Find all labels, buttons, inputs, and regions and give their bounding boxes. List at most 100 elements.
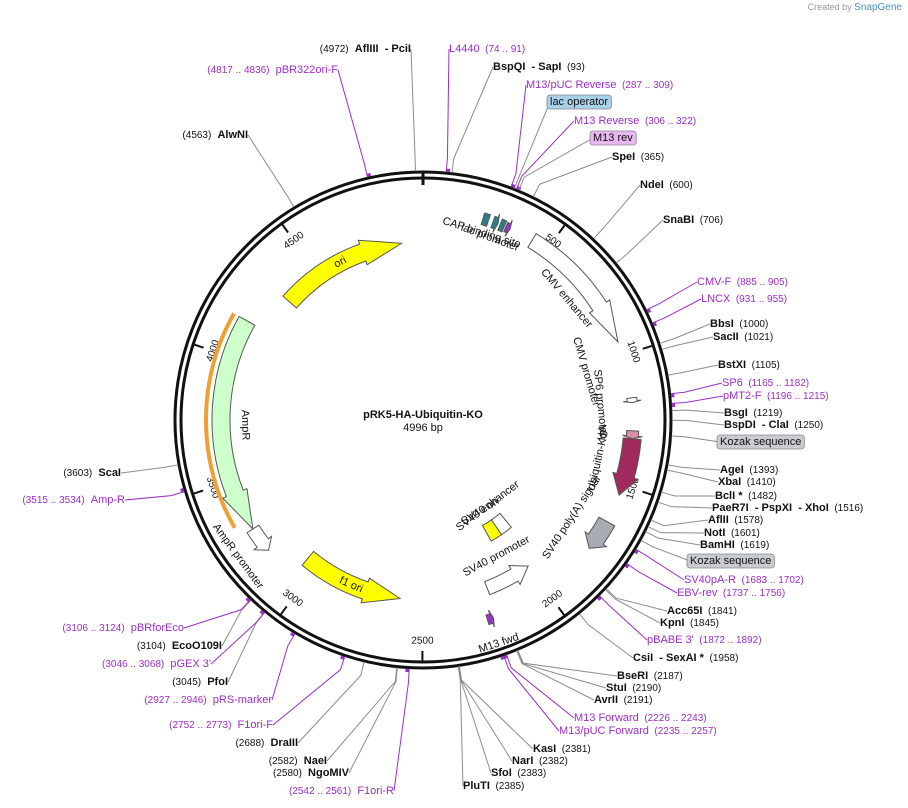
label-text: (2582) NaeI [269,755,327,767]
label-position: (1482) [743,491,777,502]
site-pluti-2385[interactable]: PluTI (2385) [457,666,524,792]
primer-m13-forward-2226-2243[interactable]: M13 Forward (2226 .. 2243) [503,654,707,724]
cap-binding-site-arrow[interactable] [480,212,491,227]
feature-ori[interactable]: ori [282,239,404,309]
site-paer7i-pspxi-xhoi-1516[interactable]: PaeR7I - PspXI - XhoI (1516) [657,501,863,514]
site-xbai-1410[interactable]: XbaI (1410) [666,469,776,488]
feature-sv40-poly-a-signal[interactable]: SV40 poly(A) signal [540,474,616,561]
primer-lncx-931-955[interactable]: LNCX (931 .. 955) [652,293,787,327]
feature-tag-m13-rev[interactable]: M13 rev [518,130,637,191]
site-spei-365[interactable]: SpeI (365) [532,151,664,197]
tick-label-1000: 1000 [624,340,641,365]
label-name: BsgI [724,407,748,419]
site-bspqi-sapi-93[interactable]: BspQI - SapI (93) [451,61,585,173]
primer-l4440-74-91[interactable]: L4440 (74 .. 91) [445,43,525,173]
site-avrii-2191[interactable]: AvrII (2191) [516,650,653,706]
label-primer-name: F1ori-F [231,719,273,731]
primer-m13-puc-forward-2235-2257[interactable]: M13/pUC Forward (2235 .. 2257) [500,655,717,737]
primer-sv40pa-r-1683-1702[interactable]: SV40pA-R (1683 .. 1702) [634,548,804,586]
lac-promoter-arrow[interactable] [490,213,501,233]
primer-m13-puc-reverse-287-309[interactable]: M13/pUC Reverse (287 .. 309) [510,79,673,188]
feature-ha[interactable]: HA [596,424,643,441]
label-name: - SexAI * [653,652,704,664]
primer-sp6-1165-1182[interactable]: SP6 (1165 .. 1182) [670,377,810,398]
leader-line [247,134,295,208]
site-bseri-2187[interactable]: BseRI (2187) [517,650,683,682]
site-bamhi-1619[interactable]: BamHI (1619) [645,531,770,551]
feature-tag-kozak-sequence[interactable]: Kozak sequence [640,539,775,569]
primer-3515-3534-amp-r[interactable]: (3515 .. 3534) Amp-R [22,488,185,506]
site-sfoi-2383[interactable]: SfoI (2383) [458,666,546,779]
primer-3046-3068-pgex-3[interactable]: (3046 .. 3068) pGEX 3' [102,610,266,670]
feature-lac-operator[interactable] [497,218,508,233]
m13-fwd-arrow[interactable] [485,609,495,628]
label-text: (2752 .. 2773) F1ori-F [169,719,273,731]
label-text: M13 Reverse (306 .. 322) [574,115,696,127]
ampr-promoter-arrow[interactable] [246,524,273,551]
site-bbsi-1000[interactable]: BbsI (1000) [659,318,768,344]
feature-tag-lac-operator[interactable]: lac operator [513,94,612,189]
site-ndei-600[interactable]: NdeI (600) [593,179,693,239]
site-bspdi-clai-1250[interactable]: BspDI - ClaI (1250) [671,419,823,431]
feature-m13-fwd[interactable]: M13 fwd [477,609,520,656]
primer-pbabe-3-1872-1892[interactable]: pBABE 3' (1872 .. 1892) [597,595,762,646]
site-bsgi-1219[interactable]: BsgI (1219) [671,407,782,419]
primer-cmv-f-885-905[interactable]: CMV-F (885 .. 905) [646,276,788,314]
sv40-poly-a-signal-arrow[interactable] [584,516,616,549]
primer-2752-2773-f1ori-f[interactable]: (2752 .. 2773) F1ori-F [169,655,346,731]
label-position: (2927 .. 2946) [144,695,206,706]
sp6-promoter-arrow[interactable] [623,396,642,404]
primer-3106-3124-pbrforeco[interactable]: (3106 .. 3124) pBRforEco [62,597,251,634]
label-text: BamHI (1619) [700,539,769,551]
site-sacii-1021[interactable]: SacII (1021) [661,331,773,351]
site-kasi-2381[interactable]: KasI (2381) [459,666,591,755]
sv40-promoter-arrow[interactable] [484,565,529,596]
site-4972-afliii-pcii[interactable]: (4972) AflIII - PciI [320,43,416,172]
site-bcli-1482[interactable]: BclI * (1482) [661,490,777,502]
label-text: M13 rev [593,132,633,144]
label-name: XbaI [718,476,741,488]
lac-operator-arrow[interactable] [497,218,508,233]
feature-cap-binding-site[interactable]: CAP binding site [441,212,522,251]
label-position: (2385) [490,781,524,792]
feature-f1-ori[interactable]: f1 ori [301,550,402,604]
primer-2927-2946-prs-marker[interactable]: (2927 .. 2946) pRS-marker [144,632,296,706]
leader-line [671,395,724,404]
site-2580-ngomiv[interactable]: (2580) NgoMIV [273,667,398,779]
label-name: NgoMIV [302,767,350,779]
site-2688-draiii[interactable]: (2688) DraIII [235,661,365,749]
site-3603-scai[interactable]: (3603) ScaI [63,464,179,479]
primer-4817-4836-pbr322ori-f[interactable]: (4817 .. 4836) pBR322ori-F [207,64,371,178]
label-position: (4563) [182,130,211,141]
site-aflii-1578[interactable]: AflII (1578) [650,514,763,527]
primer-ebv-rev-1737-1756[interactable]: EBV-rev (1737 .. 1756) [624,562,785,599]
site-agei-1393[interactable]: AgeI (1393) [667,464,778,476]
site-2582-naei[interactable]: (2582) NaeI [269,667,398,767]
primer-m13-reverse-306-322[interactable]: M13 Reverse (306 .. 322) [516,115,696,191]
site-3104-ecoo109i[interactable]: (3104) EcoO109I [137,599,252,652]
site-csii-sexai-1958[interactable]: CsiI - SexAI * (1958) [579,613,738,664]
sv40-ori-arrow[interactable] [481,519,503,542]
site-bstxi-1105[interactable]: BstXI (1105) [667,359,780,376]
ori-arrow[interactable] [282,239,404,309]
site-acc65i-1841[interactable]: Acc65I (1841) [605,588,737,617]
feature-tag-kozak-sequence[interactable]: Kozak sequence [671,434,805,450]
site-kpni-1845[interactable]: KpnI (1845) [604,589,719,629]
cmv-enhancer-arrow[interactable] [527,232,619,344]
primer-pmt2-f-1196-1215[interactable]: pMT2-F (1196 .. 1215) [671,390,829,408]
leader-line [640,539,691,562]
f1-ori-arrow[interactable] [301,550,402,604]
feature-ampr[interactable]: AmpR [204,312,256,531]
label-position: (1000) [734,319,768,330]
feature-m13-rev[interactable] [503,219,513,237]
leader-line [348,667,398,774]
site-snabi-706[interactable]: SnaBI (706) [615,214,723,264]
primer-2542-2561-f1ori-r[interactable]: (2542 .. 2561) F1ori-R [289,668,410,797]
feature-sv40-promoter[interactable]: SV40 promoter [461,533,532,596]
site-4563-alwni[interactable]: (4563) AlwNI [182,129,295,208]
ubiquitin-ko-arrow[interactable] [612,437,642,497]
sv40-enhancer-arrow[interactable] [490,512,513,536]
site-noti-1601[interactable]: NotI (1601) [647,526,760,539]
ha-arrow[interactable] [622,429,643,440]
m13-rev-arrow[interactable] [503,219,513,237]
